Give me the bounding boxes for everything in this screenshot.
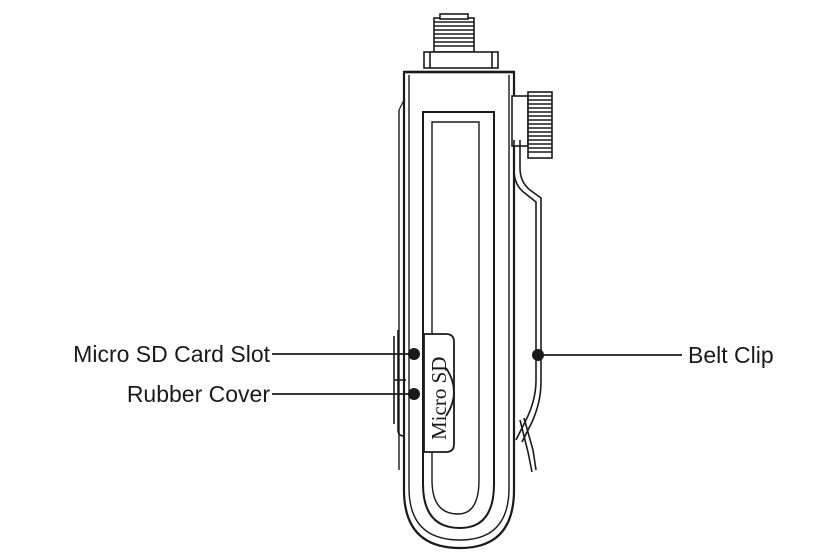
antenna-connector xyxy=(423,13,499,69)
sd-card-label: Micro SD xyxy=(427,357,451,440)
side-knob xyxy=(511,91,553,159)
callout-label-rubber-cover: Rubber Cover xyxy=(127,381,271,407)
callout-label-micro-sd-card-slot: Micro SD Card Slot xyxy=(73,341,270,367)
belt-clip xyxy=(513,140,542,473)
callout-label-belt-clip: Belt Clip xyxy=(688,342,774,368)
sd-card-door xyxy=(423,333,455,453)
rubber-cover xyxy=(393,330,406,437)
callout-dot-micro-sd-card-slot xyxy=(408,348,420,360)
callout-belt-clip: Belt Clip xyxy=(532,342,774,368)
inner-panel xyxy=(422,111,495,530)
device-body xyxy=(398,70,516,550)
callout-rubber-cover: Rubber Cover xyxy=(127,381,420,407)
callout-micro-sd-card-slot: Micro SD Card Slot xyxy=(73,341,420,367)
callout-dot-rubber-cover xyxy=(408,388,420,400)
